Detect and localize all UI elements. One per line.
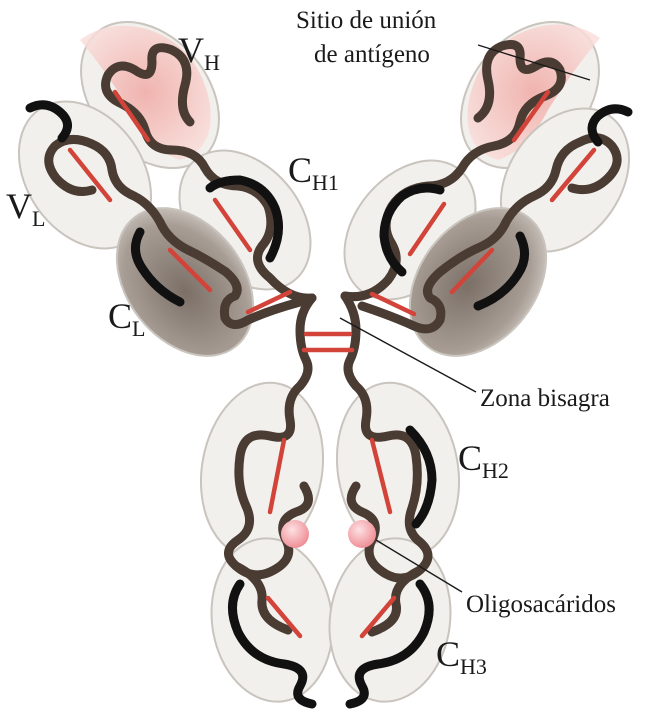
oligosaccharide-right [348, 520, 376, 548]
label-hinge: Zona bisagra [480, 385, 610, 412]
label-vh: VH [178, 30, 220, 75]
oligosaccharide-left [281, 520, 309, 548]
hinge-strand-left [300, 298, 312, 386]
label-antigen-site-line2: de antígeno [314, 41, 430, 68]
fc-region [188, 373, 473, 710]
label-ch1: CH1 [288, 150, 339, 195]
label-ch2: CH2 [458, 438, 509, 483]
hinge-region [300, 296, 356, 386]
left-fab-arm [0, 0, 337, 382]
label-antigen-site-line1: Sitio de unión [296, 7, 437, 34]
label-oligosaccharides: Oligosacáridos [466, 591, 616, 618]
label-ch3: CH3 [436, 634, 487, 679]
hinge-strand-right [345, 296, 356, 386]
